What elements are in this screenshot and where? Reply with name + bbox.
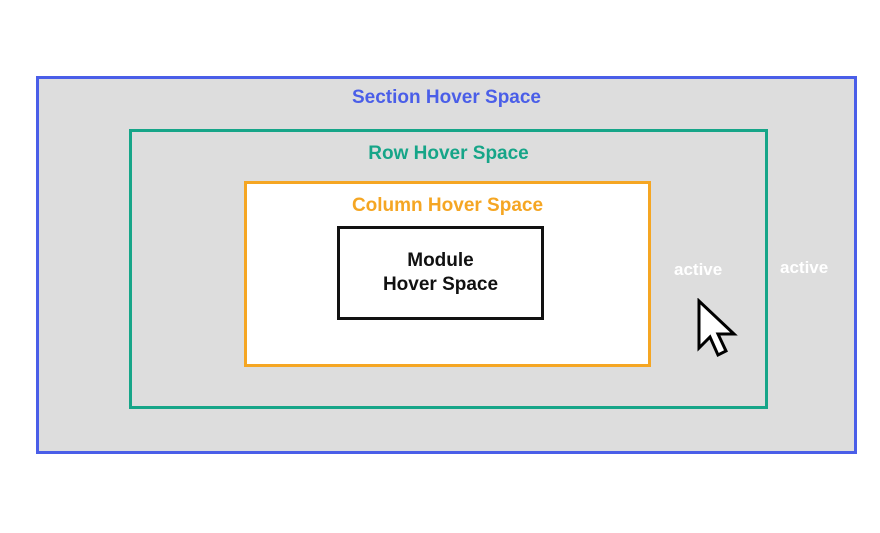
mouse-pointer-icon <box>696 297 740 358</box>
column-hover-space-label: Column Hover Space <box>351 195 544 216</box>
module-label-line1: Module <box>407 250 474 271</box>
row-hover-space-label: Row Hover Space <box>368 143 529 164</box>
module-label-line2: Hover Space <box>382 274 499 295</box>
module-hover-space[interactable] <box>337 226 544 320</box>
section-hover-space-label: Section Hover Space <box>351 87 542 108</box>
row-active-label: active <box>674 260 723 279</box>
section-active-label: active <box>780 258 829 277</box>
module-hover-space-label: Module Hover Space <box>337 249 544 297</box>
